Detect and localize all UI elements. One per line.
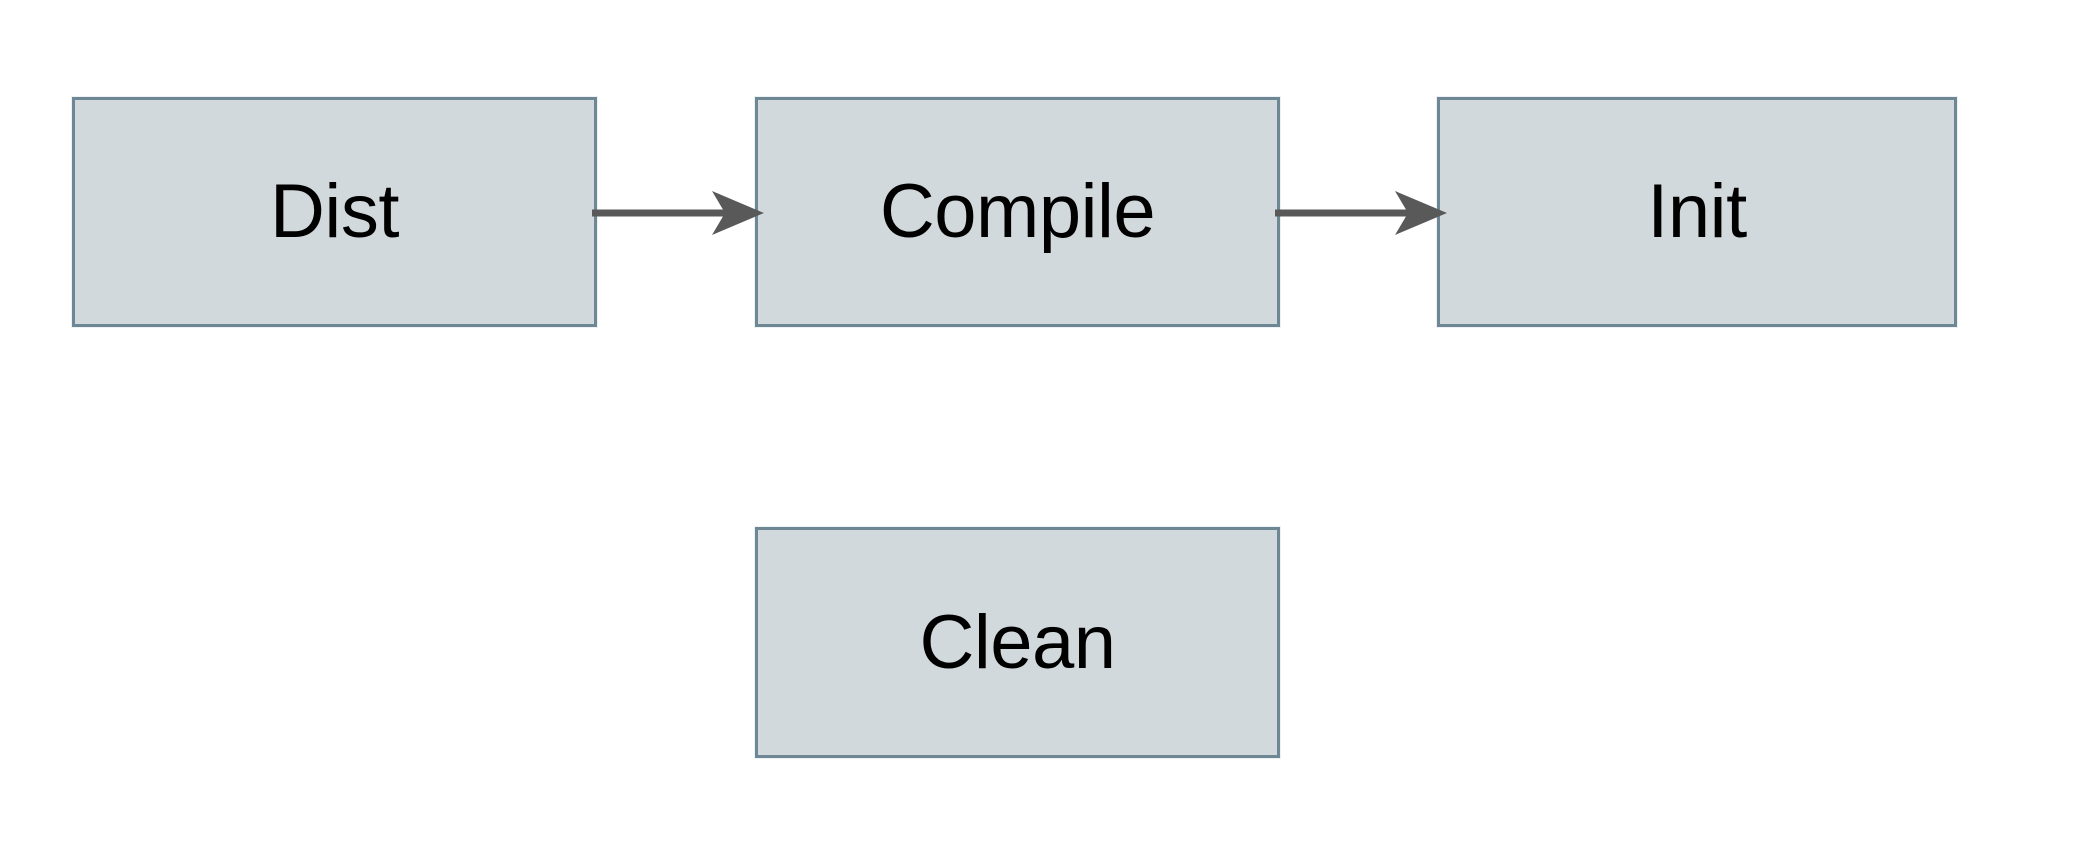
- diagram-node-compile[interactable]: Compile: [755, 97, 1280, 327]
- diagram-node-label: Init: [1647, 169, 1747, 254]
- arrowhead-icon: [1395, 191, 1447, 235]
- diagram-node-clean[interactable]: Clean: [755, 527, 1280, 758]
- diagram-node-init[interactable]: Init: [1437, 97, 1957, 327]
- diagram-edge-compile-to-init[interactable]: [1275, 183, 1447, 243]
- diagram-node-label: Clean: [919, 599, 1116, 685]
- diagram-node-label: Compile: [879, 169, 1156, 254]
- diagram-node-label: Dist: [270, 169, 399, 254]
- diagram-edge-dist-to-compile[interactable]: [592, 183, 764, 243]
- arrowhead-icon: [712, 191, 764, 235]
- diagram-node-dist[interactable]: Dist: [72, 97, 597, 327]
